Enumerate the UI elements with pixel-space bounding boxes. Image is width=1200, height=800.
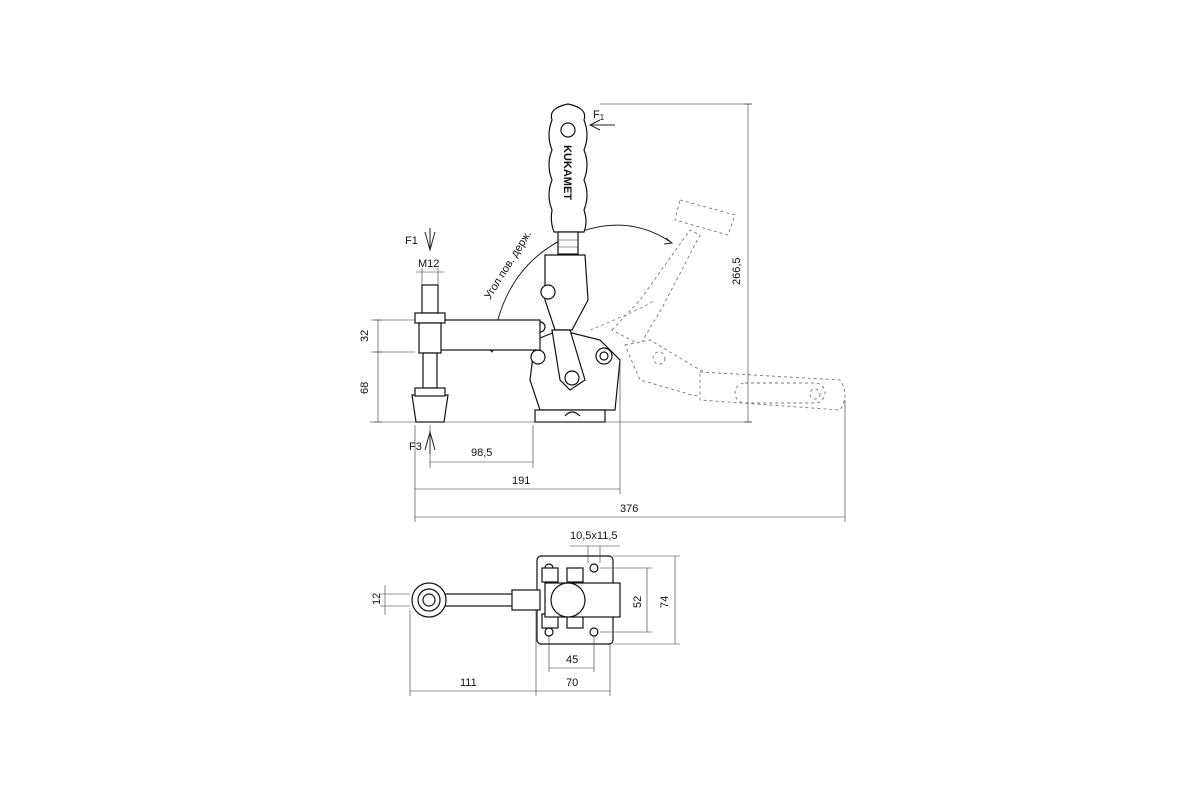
- dim-12: 12: [371, 593, 383, 605]
- handle-brand: KUKAMET: [561, 145, 573, 200]
- force-handle-label: F1: [593, 109, 605, 122]
- clamp-handle: KUKAMET: [548, 103, 588, 255]
- dim-111: 111: [460, 677, 477, 689]
- clamp-arm: [439, 319, 541, 351]
- dim-70: 70: [566, 677, 578, 689]
- dim-32: 32: [359, 330, 371, 342]
- dim-slot: 10,5x11,5: [570, 530, 618, 542]
- dim-45: 45: [566, 654, 578, 666]
- dim-52: 52: [632, 596, 644, 608]
- spindle: [411, 284, 449, 423]
- dim-98-5: 98,5: [471, 447, 492, 459]
- open-position-handle: [589, 199, 846, 411]
- dim-74: 74: [659, 596, 671, 608]
- dim-191: 191: [512, 475, 530, 487]
- angle-label: Угол пов. держ.: [482, 228, 534, 301]
- dim-68: 68: [359, 382, 371, 394]
- force-f1-label: F1: [405, 235, 418, 247]
- dim-376: 376: [620, 503, 638, 515]
- thread-label: M12: [418, 258, 439, 270]
- force-f3-label: F3: [409, 441, 422, 453]
- top-view: 12 10,5x11,5 52 74 45 111 70: [371, 530, 680, 696]
- dim-266-5: 266,5: [731, 257, 743, 285]
- side-view: Угол пов. держ. KUKAMET: [359, 103, 846, 522]
- clamp-body: [529, 254, 621, 423]
